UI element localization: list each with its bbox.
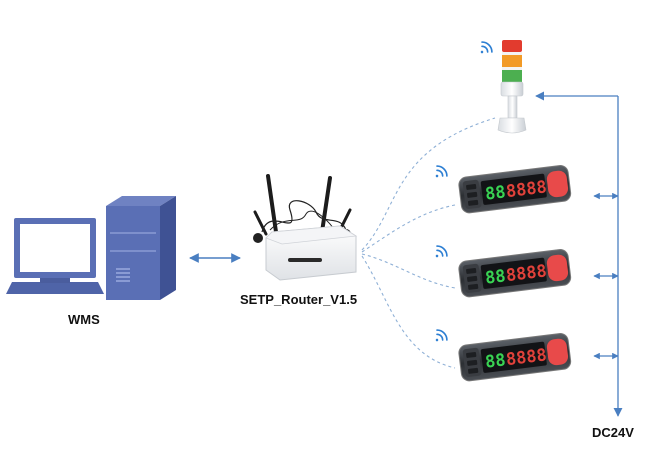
pick-to-light-display-icon: 88 8888 <box>458 333 572 382</box>
wifi-icon <box>435 245 448 258</box>
wifi-icon <box>435 329 448 342</box>
computer-icon <box>6 196 176 300</box>
display-red-digits: 8888 <box>505 345 548 370</box>
wifi-icon <box>435 165 448 178</box>
router-label: SETP_Router_V1.5 <box>240 292 357 307</box>
display-green-digits: 88 <box>484 266 507 288</box>
wireless-link-tower <box>361 117 496 251</box>
display-red-digits: 8888 <box>505 261 548 286</box>
pick-to-light-display-icon: 88 8888 <box>458 165 572 214</box>
display-red-digits: 8888 <box>505 177 548 202</box>
signal-tower-icon <box>497 40 527 134</box>
confirm-button <box>546 338 569 366</box>
wireless-link-display-2 <box>361 253 456 289</box>
confirm-button <box>546 254 569 282</box>
display-green-digits: 88 <box>484 350 507 372</box>
wireless-link-display-1 <box>361 204 456 253</box>
router-icon <box>253 174 358 281</box>
wms-label: WMS <box>68 312 100 327</box>
wireless-link-display-3 <box>361 255 456 369</box>
display-green-digits: 88 <box>484 182 507 204</box>
power-label: DC24V <box>592 425 634 440</box>
wireless-links <box>361 117 496 369</box>
confirm-button <box>546 170 569 198</box>
dc24v-bus <box>535 91 623 417</box>
pick-to-light-display-icon: 88 8888 <box>458 249 572 298</box>
wifi-icon <box>480 41 493 54</box>
